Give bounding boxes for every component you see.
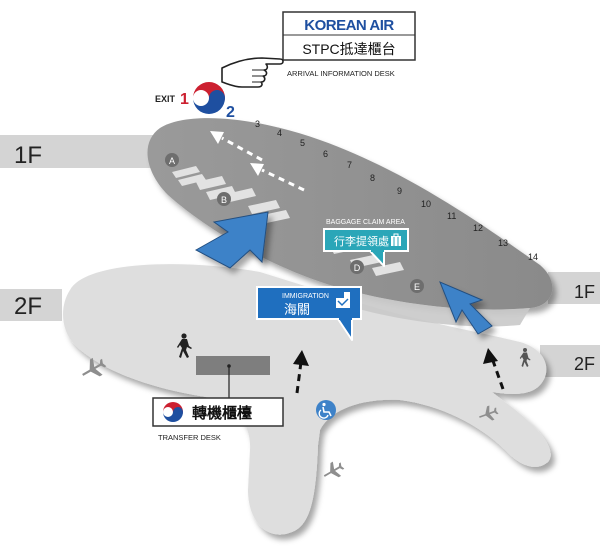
carousel-number: 13: [498, 238, 508, 248]
zone-marker-b: B: [217, 192, 231, 206]
luggage-icon: [391, 233, 401, 246]
walk-direction-arrows-1f: [221, 136, 305, 192]
carousel-number: 4: [277, 128, 282, 138]
arrowhead-2: [250, 163, 264, 176]
carousel-number: 11: [447, 211, 456, 221]
floor-1f-shape: [147, 118, 553, 310]
carousel-number: 7: [347, 160, 352, 170]
carousel-number: 6: [323, 149, 328, 159]
immigration-zh: 海關: [284, 302, 310, 317]
pointing-hand-icon: [221, 57, 284, 88]
korean-air-logo-icon: [163, 402, 183, 422]
zone-marker-e: E: [410, 279, 424, 293]
exit-number-1: 1: [180, 91, 189, 108]
baggage-claim-area-label: BAGGAGE CLAIM AREA: [326, 219, 405, 226]
walking-person-icon: [177, 333, 192, 358]
carousel-number: 9: [397, 186, 402, 196]
exit-number-2: 2: [226, 104, 235, 121]
zone-marker-d: D: [350, 260, 364, 274]
carousel-number: 3: [255, 119, 260, 129]
floor-label-2f: 2F: [14, 293, 42, 320]
floor-band-1f-left: [0, 135, 165, 168]
arrowhead-1: [210, 131, 224, 144]
arrival-desk-caption: ARRIVAL INFORMATION DESK: [287, 69, 395, 78]
baggage-claim-text: 行李提領處: [334, 234, 389, 248]
transfer-desk-pointer-dot: [227, 364, 231, 368]
escalator-arrow-up-left: [194, 211, 269, 269]
floor-label-1f: 1F: [14, 142, 42, 169]
passport-stamp-icon: [336, 292, 350, 308]
walking-person-icon: [519, 348, 531, 367]
carousel-number: 10: [421, 199, 431, 209]
carousel-numbers: 3 4 5 6 7 8 9 10 11 12 13 14: [255, 119, 538, 262]
floor-label-2f-right: 2F: [574, 354, 595, 374]
korean-air-logo-icon: [193, 82, 225, 114]
floor-label-1f-right: 1F: [574, 282, 595, 302]
transfer-desk-sign: 轉機櫃檯: [152, 397, 284, 427]
transfer-desk-text: 轉機櫃檯: [192, 404, 252, 422]
transfer-desk-counter: [196, 356, 270, 375]
carousel-number: 5: [300, 138, 305, 148]
svg-text:E: E: [414, 282, 420, 292]
floor-band-2f-left: [0, 289, 62, 321]
korean-air-desk-sign: KOREAN AIR STPC抵達櫃台: [282, 11, 416, 61]
counter-name: STPC抵達櫃台: [302, 41, 395, 57]
exit-label: EXIT: [155, 94, 176, 104]
carousel-number: 8: [370, 173, 375, 183]
transfer-desk-caption: TRANSFER DESK: [158, 433, 221, 442]
airplane-icon: [320, 458, 347, 484]
floor-band-2f-right: [540, 345, 600, 377]
walk-direction-arrows-2f: [293, 348, 505, 394]
brand-name: KOREAN AIR: [304, 17, 394, 34]
carousel-number: 12: [473, 223, 483, 233]
immigration-en: IMMIGRATION: [282, 293, 329, 300]
wheelchair-icon: [316, 400, 336, 420]
svg-text:D: D: [354, 263, 361, 273]
zone-marker-a: A: [165, 153, 179, 167]
escalator-arrow-up-right: [439, 281, 493, 335]
floor-2f-shape: [63, 264, 551, 535]
baggage-claim-sign: 行李提領處: [323, 228, 409, 267]
floor-band-1f-right: [548, 272, 600, 304]
carousel-number: 14: [528, 252, 538, 262]
svg-text:B: B: [221, 195, 227, 205]
immigration-sign: IMMIGRATION 海關: [256, 286, 362, 341]
svg-text:A: A: [169, 156, 175, 166]
